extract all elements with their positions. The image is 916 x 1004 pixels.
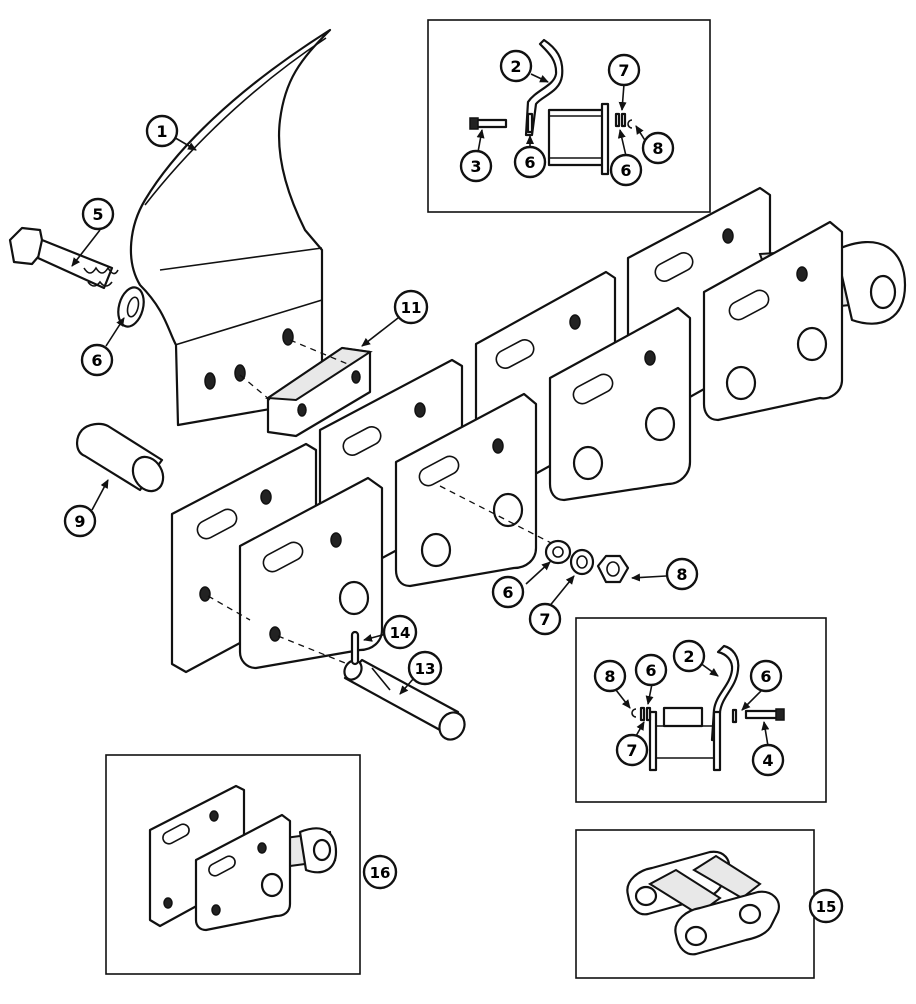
link-plate-front-3 [548,306,692,502]
svg-text:7: 7 [626,741,637,760]
callout-15: 15 [808,888,844,924]
svg-text:9: 9 [74,512,85,531]
link-plate-front-1 [238,476,384,670]
svg-text:13: 13 [415,660,436,678]
svg-text:8: 8 [676,565,687,584]
svg-text:15: 15 [816,898,837,916]
callout-16: 16 [362,854,398,890]
callout-6: 6 [80,343,114,377]
callout-inset2-6b: 6 [749,659,783,693]
callout-inset2-2: 2 [672,639,706,673]
callout-13: 13 [407,650,443,686]
svg-text:11: 11 [401,299,422,317]
svg-text:16: 16 [370,864,391,882]
svg-text:4: 4 [762,751,773,770]
cotter-pin-14 [350,630,360,666]
callout-inset1-6a: 6 [513,145,547,179]
svg-text:7: 7 [539,610,550,629]
callout-inset1-6b: 6 [609,153,643,187]
callout-11: 11 [393,289,429,325]
chain-links [170,186,907,674]
callout-inset2-7: 7 [615,733,649,767]
svg-text:6: 6 [620,161,631,180]
svg-text:6: 6 [502,583,513,602]
svg-text:2: 2 [683,647,694,666]
callout-inset1-8: 8 [641,131,675,165]
callout-inset1-7: 7 [607,53,641,87]
callout-inset2-4: 4 [751,743,785,777]
bolt-5 [8,226,119,290]
svg-text:7: 7 [618,61,629,80]
callout-inset1-2: 2 [499,49,533,83]
link-plate-front-4 [702,220,844,422]
callout-inset1-3: 3 [459,149,493,183]
inset-link-15 [575,829,815,979]
callout-inset2-8: 8 [593,659,627,693]
leader-lines [71,73,770,747]
callout-1: 1 [145,114,179,148]
bushing-9 [76,422,165,493]
paddle-flight [129,28,332,427]
inset-middle [575,617,827,803]
svg-text:6: 6 [524,153,535,172]
callout-5: 5 [81,197,115,231]
inset-chain-16 [105,754,361,975]
callout-9: 9 [63,504,97,538]
nut-8 [596,554,630,584]
washer-6 [544,539,572,565]
lock-washer-7 [569,548,595,576]
svg-text:14: 14 [390,624,411,642]
svg-text:2: 2 [510,57,521,76]
link-plate-front-2 [394,392,538,588]
svg-text:5: 5 [92,205,103,224]
pin-13 [343,658,466,741]
spacer-block-11 [265,346,373,438]
callout-14: 14 [382,614,418,650]
callout-8-hw: 8 [665,557,699,591]
callout-6-hw: 6 [491,575,525,609]
svg-text:3: 3 [470,157,481,176]
inset-top [427,19,711,213]
callout-7-hw: 7 [528,602,562,636]
svg-text:6: 6 [760,667,771,686]
washer-6-bolt [117,286,145,328]
svg-text:8: 8 [652,139,663,158]
svg-text:1: 1 [156,122,167,141]
svg-text:6: 6 [645,661,656,680]
svg-text:6: 6 [91,351,102,370]
svg-text:8: 8 [604,667,615,686]
callout-inset2-6a: 6 [634,653,668,687]
